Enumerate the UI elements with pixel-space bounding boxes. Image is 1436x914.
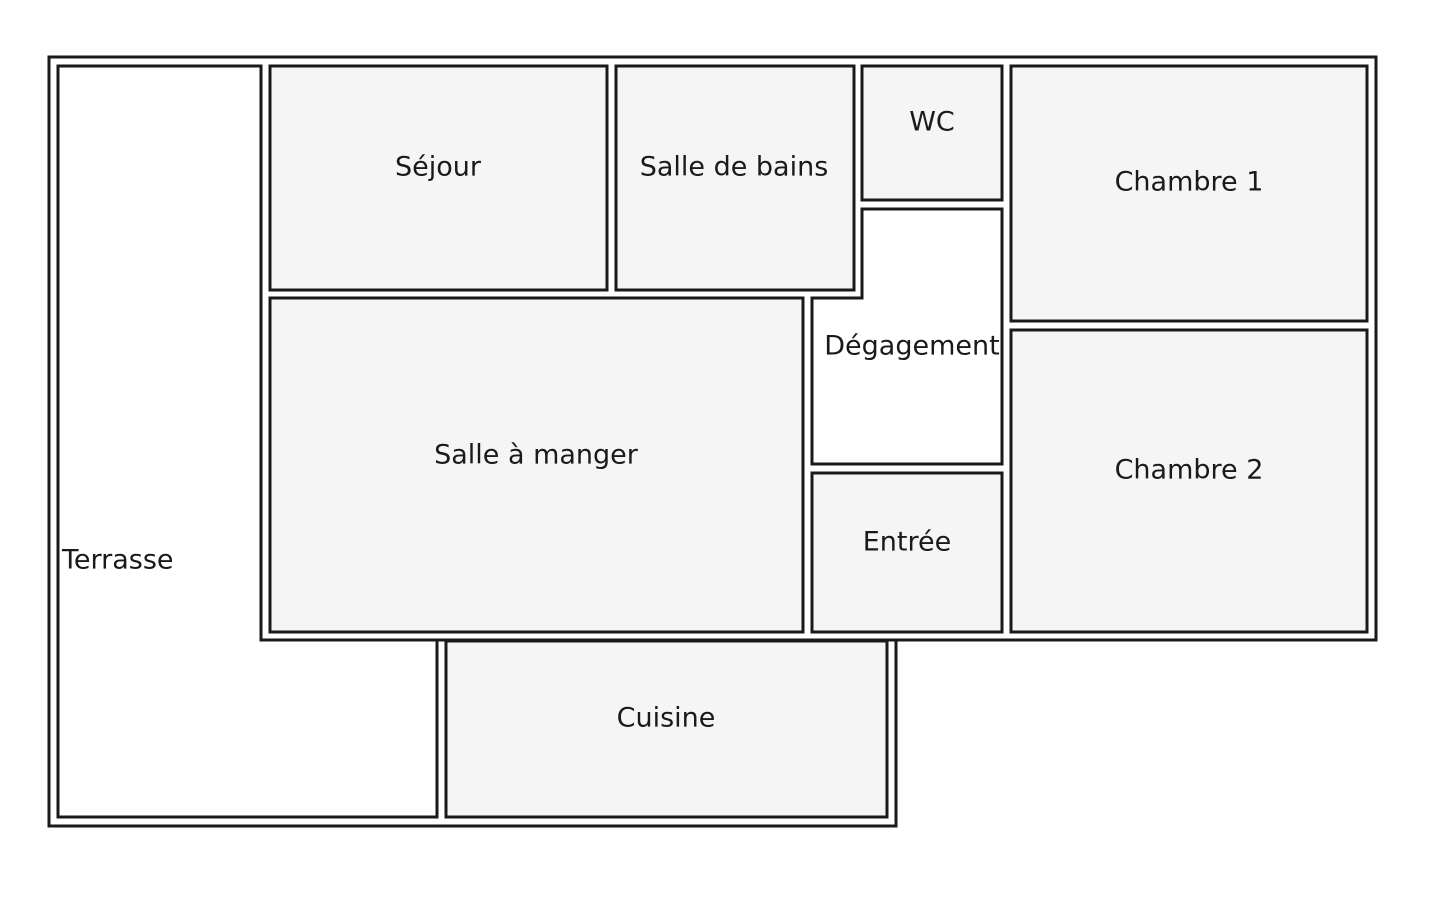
label-terrasse: Terrasse [61,545,174,576]
room-salle-de-bains[interactable] [614,64,856,292]
room-chambre-1[interactable] [1009,64,1369,323]
label-sejour: Séjour [395,152,482,183]
label-salle-de-bains: Salle de bains [640,152,829,183]
room-wc[interactable] [860,64,1004,202]
label-cuisine: Cuisine [617,703,716,734]
room-chambre-2[interactable] [1009,328,1369,634]
inner-wall [259,66,1376,642]
label-chambre-1: Chambre 1 [1115,167,1264,198]
label-salle-a-manger: Salle à manger [434,440,639,471]
label-wc: WC [909,107,955,138]
label-degagement: Dégagement [824,331,999,362]
label-chambre-2: Chambre 2 [1115,455,1264,486]
room-sejour[interactable] [268,64,609,292]
room-salle-a-manger[interactable] [268,296,805,634]
room-cuisine[interactable] [444,639,889,819]
room-entree[interactable] [810,471,1004,634]
label-entree: Entrée [863,527,952,558]
room-degagement[interactable] [810,207,1004,466]
